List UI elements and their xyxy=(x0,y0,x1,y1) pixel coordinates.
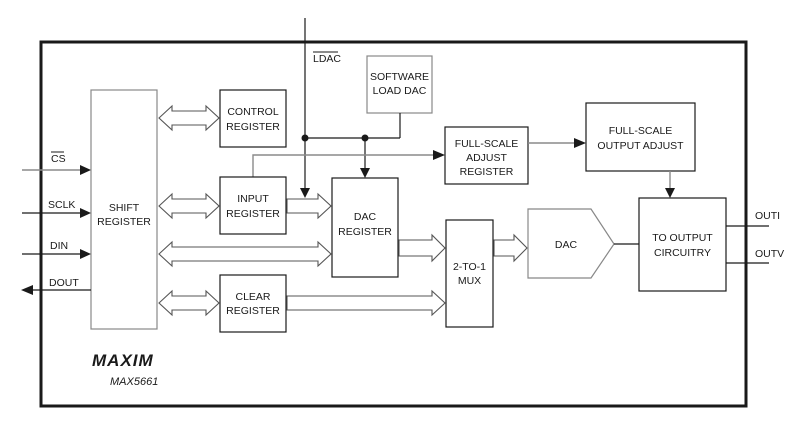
shift-register-block xyxy=(90,89,158,330)
control-register-label-2: REGISTER xyxy=(226,121,280,133)
clear-register-label-1: CLEAR xyxy=(235,291,270,303)
clear-register-block xyxy=(219,274,287,333)
mux-label-2: MUX xyxy=(458,275,481,287)
bus-shift-dac-register-icon xyxy=(158,240,332,268)
software-load-dac-label-1: SOFTWARE xyxy=(370,71,429,83)
fs-adjust-register-label-3: REGISTER xyxy=(460,166,514,178)
pin-cs-label: CS xyxy=(51,153,66,165)
pin-outv-label: OUTV xyxy=(755,248,784,260)
cs-arrow-icon xyxy=(80,165,91,175)
input-register-label-2: REGISTER xyxy=(226,208,280,220)
pin-ldac-label: LDAC xyxy=(313,53,341,65)
shift-register-label-1: SHIFT xyxy=(109,202,140,214)
bus-shift-control-icon xyxy=(158,104,220,132)
output-adjust-arrow-icon xyxy=(665,188,675,198)
pin-sclk-label: SCLK xyxy=(48,199,75,211)
dac-load-arrow-icon xyxy=(360,168,370,178)
input-register-label-1: INPUT xyxy=(237,193,269,205)
chip-outline xyxy=(39,40,748,408)
output-circuitry-label-1: TO OUTPUT xyxy=(652,232,713,244)
full-scale-adjust-register-block xyxy=(444,126,529,185)
din-arrow-icon xyxy=(80,249,91,259)
part-number-label: MAX5661 xyxy=(110,376,158,388)
full-scale-output-adjust-block xyxy=(585,102,696,172)
pin-outi-label: OUTI xyxy=(755,210,780,222)
control-register-block xyxy=(219,89,287,148)
output-circuitry-block xyxy=(638,197,727,292)
mux-label-1: 2-TO-1 xyxy=(453,261,486,273)
control-register-label-1: CONTROL xyxy=(227,106,278,118)
junction-dot-1 xyxy=(301,134,309,142)
dac-label: DAC xyxy=(555,239,578,251)
fs-adjust-register-label-2: ADJUST xyxy=(466,152,507,164)
bus-clear-mux-icon xyxy=(286,289,446,317)
fs-output-adjust-label-2: OUTPUT ADJUST xyxy=(597,140,684,152)
fs-adjust-arrow-icon xyxy=(433,150,445,160)
dout-arrow-icon xyxy=(21,285,33,295)
shift-register-label-2: REGISTER xyxy=(97,216,151,228)
software-load-dac-block xyxy=(366,55,433,114)
maxim-logo: MAXIM xyxy=(92,351,154,370)
dac-register-label-2: REGISTER xyxy=(338,226,392,238)
mux-block xyxy=(445,219,494,328)
software-load-dac-label-2: LOAD DAC xyxy=(373,85,427,97)
output-circuitry-label-2: CIRCUITRY xyxy=(654,247,711,259)
bus-shift-input-icon xyxy=(158,192,220,220)
dac-block xyxy=(527,208,615,279)
input-register-block xyxy=(219,176,287,235)
fs-adjust-wire xyxy=(252,154,435,178)
fs-output-adjust-label-1: FULL-SCALE xyxy=(609,125,673,137)
bus-input-dac-register-icon xyxy=(286,192,332,220)
fs-adjust-register-label-1: FULL-SCALE xyxy=(455,138,519,150)
bus-arrows xyxy=(158,104,528,317)
pin-din-label: DIN xyxy=(50,240,68,252)
ldac-arrow-icon xyxy=(300,188,310,198)
dac-register-label-1: DAC xyxy=(354,211,377,223)
bus-shift-clear-icon xyxy=(158,289,220,317)
bus-dac-register-mux-icon xyxy=(398,233,446,263)
dac-register-block xyxy=(331,177,399,278)
pin-dout-label: DOUT xyxy=(49,277,79,289)
fs-output-arrow-icon xyxy=(574,138,586,148)
bus-mux-dac-icon xyxy=(493,233,528,263)
sclk-arrow-icon xyxy=(80,208,91,218)
clear-register-label-2: REGISTER xyxy=(226,305,280,317)
